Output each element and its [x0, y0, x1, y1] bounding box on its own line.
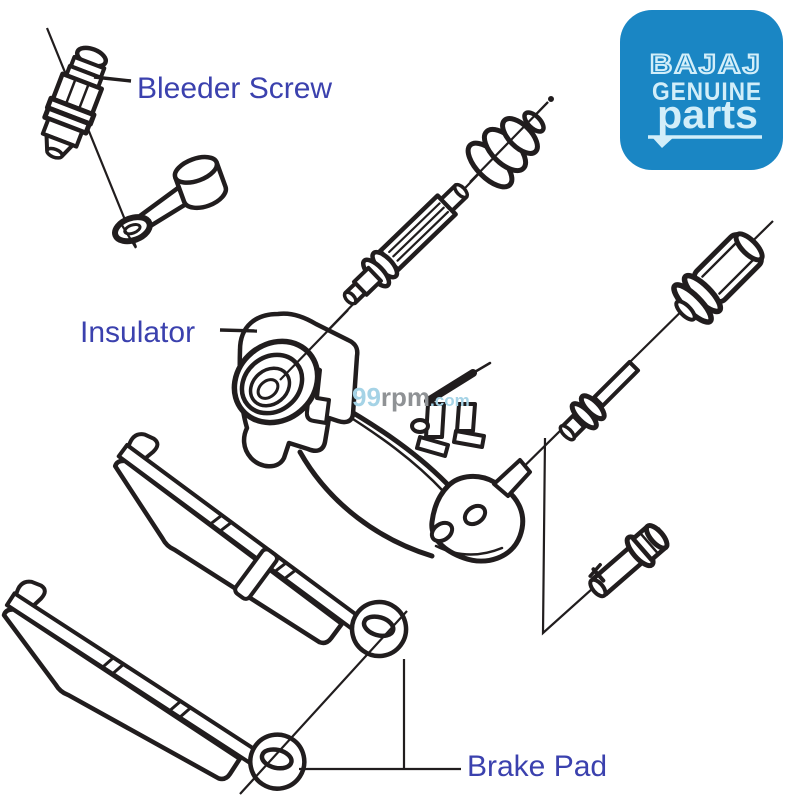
bajaj-logo: BAJAJ GENUINE parts	[620, 10, 783, 170]
guide-pin-drawing	[558, 359, 641, 442]
logo-arrow-icon	[651, 136, 675, 148]
guide-pin-boot-drawing	[671, 231, 765, 325]
mounting-bolt-drawing	[588, 523, 670, 599]
logo-brand-text: BAJAJ	[650, 49, 762, 79]
leader-line-bleeder-screw	[93, 75, 132, 83]
label-brake-pad: Brake Pad	[467, 750, 607, 783]
label-insulator: Insulator	[80, 316, 195, 349]
label-bleeder-screw: Bleeder Screw	[137, 72, 332, 105]
axis-overlay-boot	[469, 101, 549, 183]
bleeder-screw-drawing	[40, 45, 109, 160]
watermark: 99rpm.com	[352, 382, 470, 412]
leader-line-brake-pad	[239, 610, 461, 795]
slide-pin-drawing	[342, 182, 469, 306]
axis-overlay-lever	[119, 221, 137, 249]
axis-end-dot	[548, 96, 554, 102]
leader-line-insulator	[219, 328, 258, 333]
brake-pad-lower-drawing	[1, 579, 307, 791]
logo-genuine-text: GENUINE	[652, 78, 762, 106]
lever-drawing	[112, 154, 229, 245]
logo-parts-text: parts	[657, 93, 758, 137]
axis-overlay-bracket	[279, 309, 349, 381]
pad-retainer-clip-drawing	[410, 361, 492, 458]
brake-pad-upper-drawing	[112, 432, 409, 659]
logo-background	[620, 10, 783, 170]
slide-pin-boot-drawing	[465, 110, 546, 190]
